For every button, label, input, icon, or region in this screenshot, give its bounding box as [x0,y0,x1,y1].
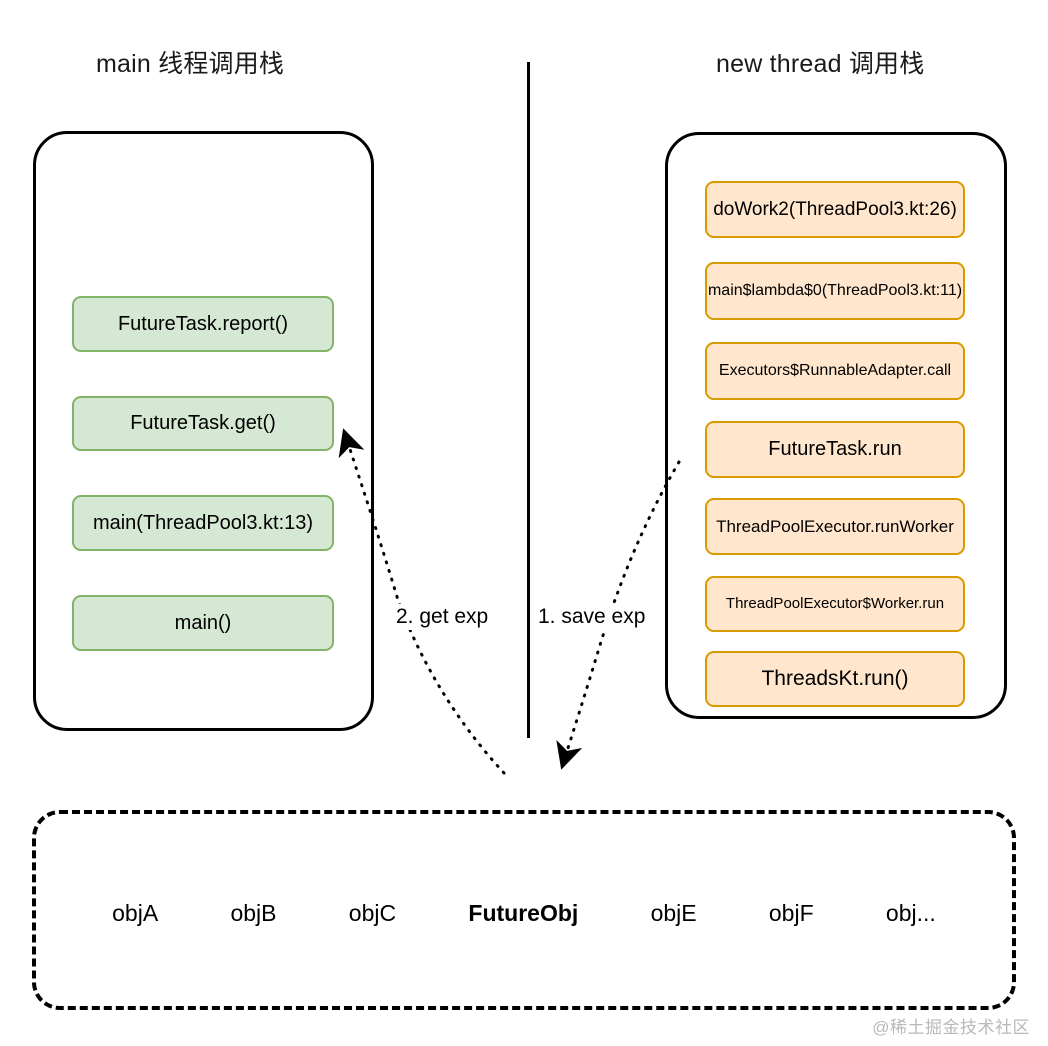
stack-frame-label: main$lambda$0(ThreadPool3.kt:11) [707,281,963,299]
heap-object-objB: objB [230,900,277,926]
stack-frame-new-6: ThreadsKt.run() [705,651,965,707]
stack-frame-label: doWork2(ThreadPool3.kt:26) [713,198,957,220]
stack-frame-new-0: doWork2(ThreadPool3.kt:26) [705,181,965,238]
heap-object-objF: objF [768,900,814,926]
stack-frame-label: FutureTask.report() [117,312,289,335]
stack-frame-main-1: FutureTask.get() [72,396,334,451]
main-stack-title: main 线程调用栈 [96,50,285,78]
heap-object-objE: objE [650,900,697,926]
stack-frame-main-3: main() [72,595,334,651]
vertical-divider [527,62,530,738]
arrow-label-save-exp: 1. save exp [535,604,649,630]
stack-frame-label: FutureTask.run [768,438,902,460]
heap-object-objC: objC [348,900,397,926]
heap-container: objA objB objC FutureObj objE objF obj..… [32,810,1016,1010]
stack-frame-new-5: ThreadPoolExecutor$Worker.run [705,576,965,632]
stack-frame-new-4: ThreadPoolExecutor.runWorker [705,498,965,555]
heap-object-future-obj: FutureObj [468,900,579,926]
stack-frame-main-2: main(ThreadPool3.kt:13) [72,495,334,551]
heap-object-objMore: obj... [885,900,936,926]
stack-frame-main-0: FutureTask.report() [72,296,334,352]
stack-frame-label: ThreadsKt.run() [761,666,909,690]
stack-frame-new-2: Executors$RunnableAdapter.call [705,342,965,400]
arrow-label-get-exp: 2. get exp [393,604,492,630]
stack-frame-label: ThreadPoolExecutor$Worker.run [725,595,945,613]
new-thread-stack-title: new thread 调用栈 [716,50,925,78]
stack-frame-new-3: FutureTask.run [705,421,965,478]
stack-frame-label: ThreadPoolExecutor.runWorker [716,516,954,536]
stack-frame-label: main() [174,611,232,634]
stack-frame-label: main(ThreadPool3.kt:13) [92,511,314,534]
watermark: @稀土掘金技术社区 [872,1018,1030,1037]
heap-object-objA: objA [112,900,159,926]
stack-frame-label: FutureTask.get() [130,412,276,434]
stack-frame-new-1: main$lambda$0(ThreadPool3.kt:11) [705,262,965,320]
stack-frame-label: Executors$RunnableAdapter.call [718,361,952,379]
heap-object-list: objA objB objC FutureObj objE objF obj..… [36,900,1012,927]
